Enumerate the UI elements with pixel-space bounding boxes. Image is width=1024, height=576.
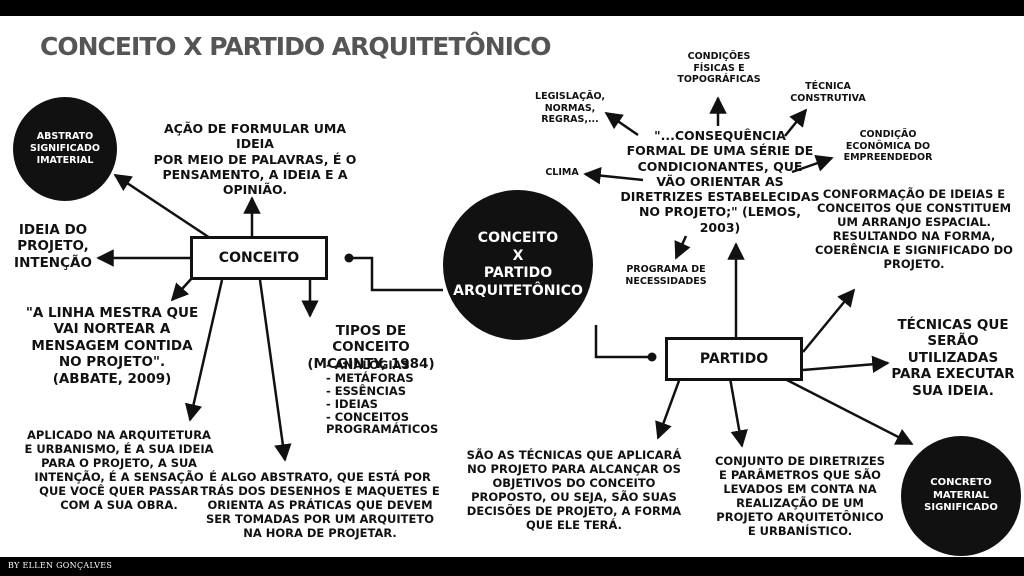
credit-text: BY ELLEN GONÇALVES [8,561,113,570]
tipos-item: - METÁFORAS [326,370,414,385]
condicao-economica-text: CONDIÇÃO ECONÔMICA DO EMPREENDEDOR [843,129,933,164]
arrow-to-linha-mestra [170,277,193,302]
arrow-to-concreto [782,376,914,446]
abstrato-desc-text: É ALGO ABSTRATO, QUE ESTÁ POR TRÁS DOS D… [200,470,440,541]
link-center-conceito [350,256,443,292]
legislacao-text: LEGISLAÇÃO, NORMAS, REGRAS,... [535,91,605,126]
quote-text: "...CONSEQUÊNCIA FORMAL DE UMA SÉRIE DE … [620,128,820,235]
tipos-item: - ESSÊNCIAS [326,383,407,398]
arrow-to-programa [674,235,691,260]
link-center-partido [594,325,652,359]
arrow-to-tecnica [784,108,808,137]
center-circle: CONCEITO X PARTIDO ARQUITETÔNICO [443,190,593,340]
connector-dot-conceito [344,253,354,263]
tecnica-text: TÉCNICA CONSTRUTIVA [790,81,866,104]
tipos-list: - ANALOGIAS - METÁFORAS - ESSÊNCIAS - ID… [326,359,438,436]
clima-text: CLIMA [545,167,579,178]
conceito-box: CONCEITO [190,236,328,280]
arrow-to-condicao-economica [791,154,834,174]
linha-mestra-text: "A LINHA MESTRA QUE VAI NORTEAR A MENSAG… [25,305,199,387]
tipos-title: TIPOS DE CONCEITO (MCGINTY, 1984) [307,323,435,372]
top-bar [0,0,1024,16]
condicoes-text: CONDIÇÕES FÍSICAS E TOPOGRÁFICAS [677,51,761,86]
arrow-to-tecnicas [802,355,890,374]
concreto-circle: CONCRETO MATERIAL SIGNIFICADO [901,436,1021,556]
arrow-to-abstrato-desc [258,279,292,462]
conformacao-text: CONFORMAÇÃO DE IDEIAS E CONCEITOS QUE CO… [815,187,1013,272]
ideia-text: IDEIA DO PROJETO, INTENÇÃO [14,222,92,271]
arrow-to-legislacao [604,111,639,137]
abstrato-circle: ABSTRATO SIGNIFICADO IMATERIAL [13,97,117,201]
programa-text: PROGRAMA DE NECESSIDADES [625,264,707,287]
arrow-to-conjunto [728,377,748,448]
arrow-to-sao-as-tecnicas [655,377,682,440]
tipos-item: - ANALOGIAS [326,358,410,372]
page-title: CONCEITO X PARTIDO ARQUITETÔNICO [40,32,552,61]
arrow-to-abstrato [113,173,211,240]
conjunto-text: CONJUNTO DE DIRETRIZES E PARÂMETROS QUE … [714,454,886,539]
tipos-item: - CONCEITOS PROGRAMÁTICOS [326,409,439,437]
tecnicas-text: TÉCNICAS QUE SERÃO UTILIZADAS PARA EXECU… [891,317,1015,399]
arrow-to-clima [583,166,644,185]
tipos-item: - IDEIAS [326,396,378,411]
arrow-to-conformacao [802,288,856,353]
arrow-to-aplicado [184,279,224,422]
acao-text: AÇÃO DE FORMULAR UMA IDEIA POR MEIO DE P… [153,121,357,197]
partido-box: PARTIDO [665,337,803,381]
bottom-bar [0,557,1024,576]
sao-as-tecnicas-text: SÃO AS TÉCNICAS QUE APLICARÁ NO PROJETO … [466,448,682,533]
connector-dot-partido [647,352,657,362]
aplicado-text: APLICADO NA ARQUITETURA E URBANISMO, É A… [24,428,214,513]
